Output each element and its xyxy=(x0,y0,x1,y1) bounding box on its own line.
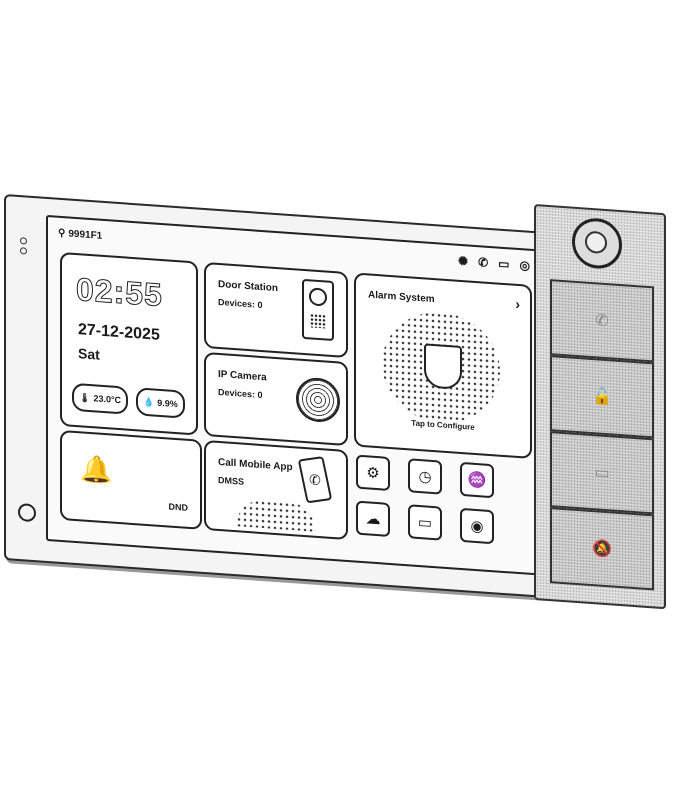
sensor-dot xyxy=(20,247,27,255)
tile-title: Door Station xyxy=(218,278,278,295)
camera-icon[interactable]: ◉ xyxy=(460,507,494,545)
phone-icon: ✆ xyxy=(595,312,609,331)
card-icon: ▭ xyxy=(594,464,610,483)
location-label: 9991F1 xyxy=(68,227,103,242)
shield-icon xyxy=(424,343,462,391)
tile-subtitle: Devices: 0 xyxy=(218,386,263,401)
folder-icon[interactable]: ▭ xyxy=(408,504,442,541)
clock-icon[interactable]: ◷ xyxy=(408,458,442,495)
temperature-badge: 🌡 23.0°C xyxy=(72,382,129,415)
side-button-panel: ✆ 🔓 ▭ 🔕 xyxy=(534,204,666,610)
status-icons: ✺ ✆ ▭ ◎ xyxy=(458,254,530,273)
screen: ⚲ 9991F1 ✺ ✆ ▭ ◎ 02:55 27-12-2025 Sat 🌡 … xyxy=(46,214,540,576)
camera-lens xyxy=(572,216,622,271)
location: ⚲ 9991F1 xyxy=(58,227,102,241)
droplet-icon: 💧 xyxy=(143,396,155,408)
sensor-dot xyxy=(20,237,27,245)
tile-title: Call Mobile App xyxy=(218,456,293,474)
tile-subtitle: Devices: 0 xyxy=(218,296,263,311)
tile-title: IP Camera xyxy=(218,368,267,384)
call-button[interactable]: ✆ xyxy=(550,279,654,363)
bell-off-icon: 🔕 xyxy=(592,540,612,559)
door-station-tile[interactable]: Door Station Devices: 0 xyxy=(204,261,348,359)
voice-icon[interactable]: ♒ xyxy=(460,461,494,499)
chevron-right-icon[interactable]: › xyxy=(515,295,520,313)
cloud-icon[interactable]: ☁ xyxy=(356,500,390,537)
device-frame: ⚲ 9991F1 ✺ ✆ ▭ ◎ 02:55 27-12-2025 Sat 🌡 … xyxy=(4,194,548,599)
tile-title: Alarm System xyxy=(368,289,435,306)
dnd-label: DND xyxy=(168,501,189,513)
clock-day: Sat xyxy=(78,345,100,363)
temperature-value: 23.0°C xyxy=(93,393,122,406)
network-icon[interactable]: ✺ xyxy=(458,253,469,269)
mute-button[interactable]: 🔕 xyxy=(550,507,654,591)
bell-icon: 🔔 xyxy=(80,453,113,486)
call-mobile-tile[interactable]: Call Mobile App DMSS ✆ xyxy=(204,439,348,541)
door-station-icon xyxy=(302,278,334,342)
humidity-badge: 💧 9.9% xyxy=(136,387,185,419)
unlock-icon: 🔓 xyxy=(592,388,612,407)
location-pin-icon: ⚲ xyxy=(58,227,66,239)
alarm-system-tile[interactable]: Alarm System › Tap to Configure xyxy=(354,272,532,459)
thermometer-icon: 🌡 xyxy=(79,391,91,403)
clock-date: 27-12-2025 xyxy=(78,321,160,344)
ip-camera-tile[interactable]: IP Camera Devices: 0 xyxy=(204,351,348,447)
home-button[interactable] xyxy=(18,502,36,523)
tile-subtitle: DMSS xyxy=(218,474,245,487)
mobile-dots-pattern xyxy=(236,498,316,532)
mobile-phone-icon: ✆ xyxy=(297,456,333,504)
time-tile: 02:55 27-12-2025 Sat 🌡 23.0°C 💧 9.9% xyxy=(60,251,198,436)
dnd-tile[interactable]: 🔔 DND xyxy=(60,429,202,530)
clock-time: 02:55 xyxy=(76,271,164,314)
humidity-value: 9.9% xyxy=(157,397,178,410)
gear-icon[interactable]: ⚙ xyxy=(356,454,390,491)
phone-icon[interactable]: ✆ xyxy=(478,255,489,270)
message-icon[interactable]: ▭ xyxy=(498,256,510,272)
card-button[interactable]: ▭ xyxy=(550,431,654,515)
camera-lens-icon xyxy=(296,376,340,424)
intercom-device: ⚲ 9991F1 ✺ ✆ ▭ ◎ 02:55 27-12-2025 Sat 🌡 … xyxy=(4,194,668,610)
unlock-button[interactable]: 🔓 xyxy=(550,355,654,439)
settings-icon[interactable]: ◎ xyxy=(519,258,530,273)
